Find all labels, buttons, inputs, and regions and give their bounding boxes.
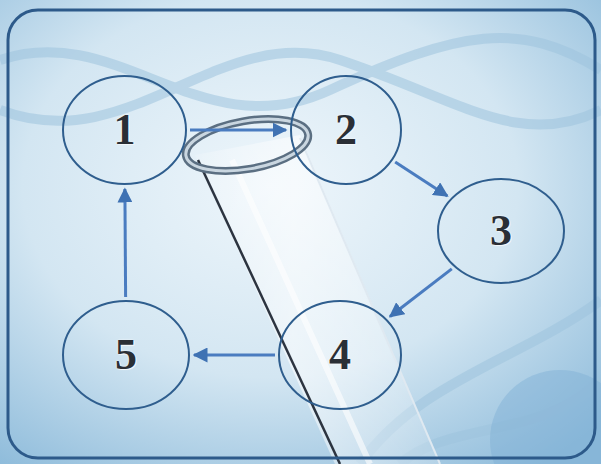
flow-arrow [395, 162, 447, 196]
process-circle: 1 [62, 75, 187, 185]
step-number: 1 [114, 108, 136, 152]
flow-arrow [123, 189, 127, 297]
flow-arrow [190, 129, 286, 132]
test-tube [182, 111, 440, 464]
step-number: 5 [115, 333, 137, 377]
flow-arrow [194, 354, 275, 357]
flow-arrow [390, 269, 452, 317]
step-number: 2 [335, 108, 357, 152]
process-circle: 2 [290, 75, 402, 185]
process-circle: 4 [278, 300, 402, 410]
frame [8, 10, 595, 458]
step-number: 4 [329, 333, 351, 377]
step-number: 3 [490, 209, 512, 253]
process-circle: 5 [62, 300, 190, 410]
process-circle: 3 [437, 178, 565, 284]
